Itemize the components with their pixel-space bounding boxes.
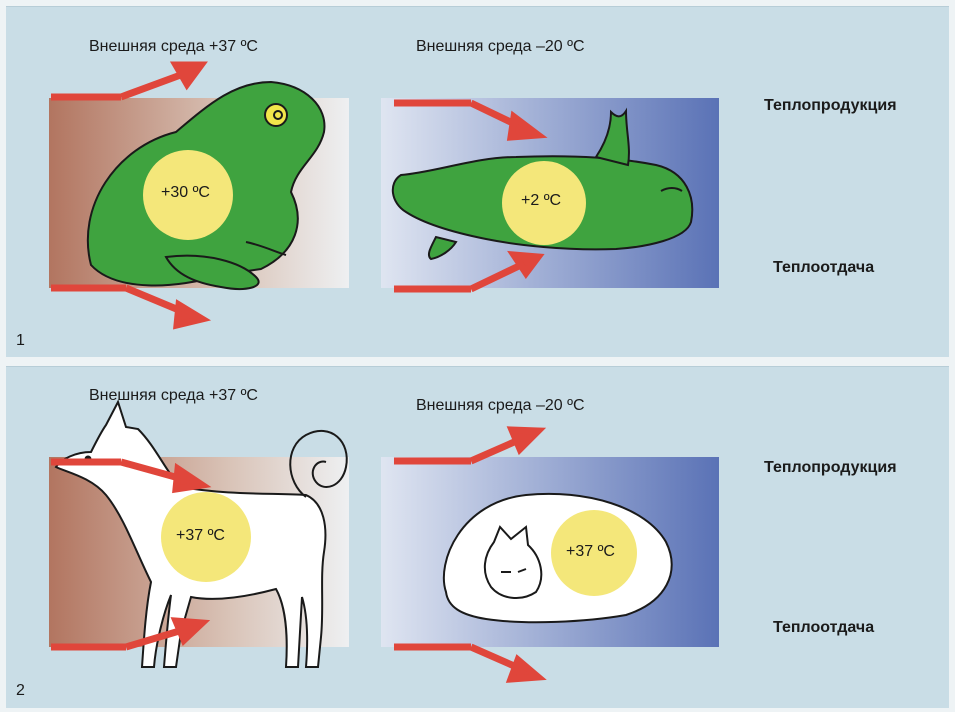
dog-heat-loss-label: Теплоотдача: [773, 619, 874, 637]
panel-dog: Внешняя среда +37 ºС Внешняя среда –20 º…: [6, 366, 949, 708]
frog-left-env-label: Внешняя среда +37 ºС: [89, 38, 258, 56]
dog-diagram: [6, 367, 949, 708]
dog-heat-production-label: Теплопродукция: [764, 459, 897, 477]
panel-frog: Внешняя среда +37 ºС Внешняя среда –20 º…: [6, 6, 949, 357]
frog2-body-temp: +2 ºС: [521, 192, 561, 210]
frog-heat-production-label: Теплопродукция: [764, 97, 897, 115]
panel1-number: 1: [16, 332, 25, 350]
dog1-body-temp: +37 ºС: [176, 527, 225, 545]
dog-left-env-label: Внешняя среда +37 ºС: [89, 387, 258, 405]
dog-right-env-label: Внешняя среда –20 ºС: [416, 397, 585, 415]
frog-heat-loss-label: Теплоотдача: [773, 259, 874, 277]
frog-diagram: [6, 7, 949, 357]
frog1-body-temp: +30 ºС: [161, 184, 210, 202]
frog-right-env-label: Внешняя среда –20 ºС: [416, 38, 585, 56]
dog2-body-temp: +37 ºС: [566, 543, 615, 561]
panel2-number: 2: [16, 682, 25, 700]
